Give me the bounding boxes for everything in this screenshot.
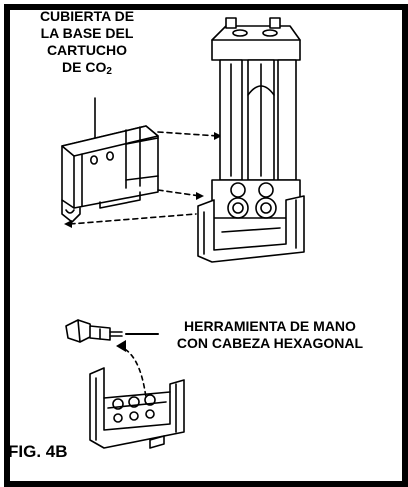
base-assembly [89,367,185,449]
tool-label-line2: CON CABEZA HEXAGONAL [176,335,364,351]
figure-label: FIG. 4B [8,442,68,461]
tool-path-arrowhead [116,340,126,352]
co2-cartridge-assembly [197,17,305,263]
tool-label-line1: HERRAMIENTA DE MANO [184,318,356,334]
cover-label-line2: LA BASE DEL [40,25,134,41]
cover-label-subscript: 2 [106,66,112,77]
tool-insert-path [117,345,147,399]
cartridge-base-cover [61,125,159,223]
cartridge-cover-label: CUBIERTA DE LA BASE DEL CARTUCHO DE CO2 [18,8,156,80]
hex-tool-label: HERRAMIENTA DE MANO CON CABEZA HEXAGONAL [165,318,375,352]
alignment-arrows [69,131,219,225]
cover-label-co-text: DE CO [62,59,107,75]
cover-label-line1: CUBIERTA DE [39,8,135,24]
hex-tool [65,319,123,343]
cover-label-line3: CARTUCHO [46,42,128,58]
cover-label-line4: DE CO2 [18,59,156,80]
arrowheads [64,132,222,228]
